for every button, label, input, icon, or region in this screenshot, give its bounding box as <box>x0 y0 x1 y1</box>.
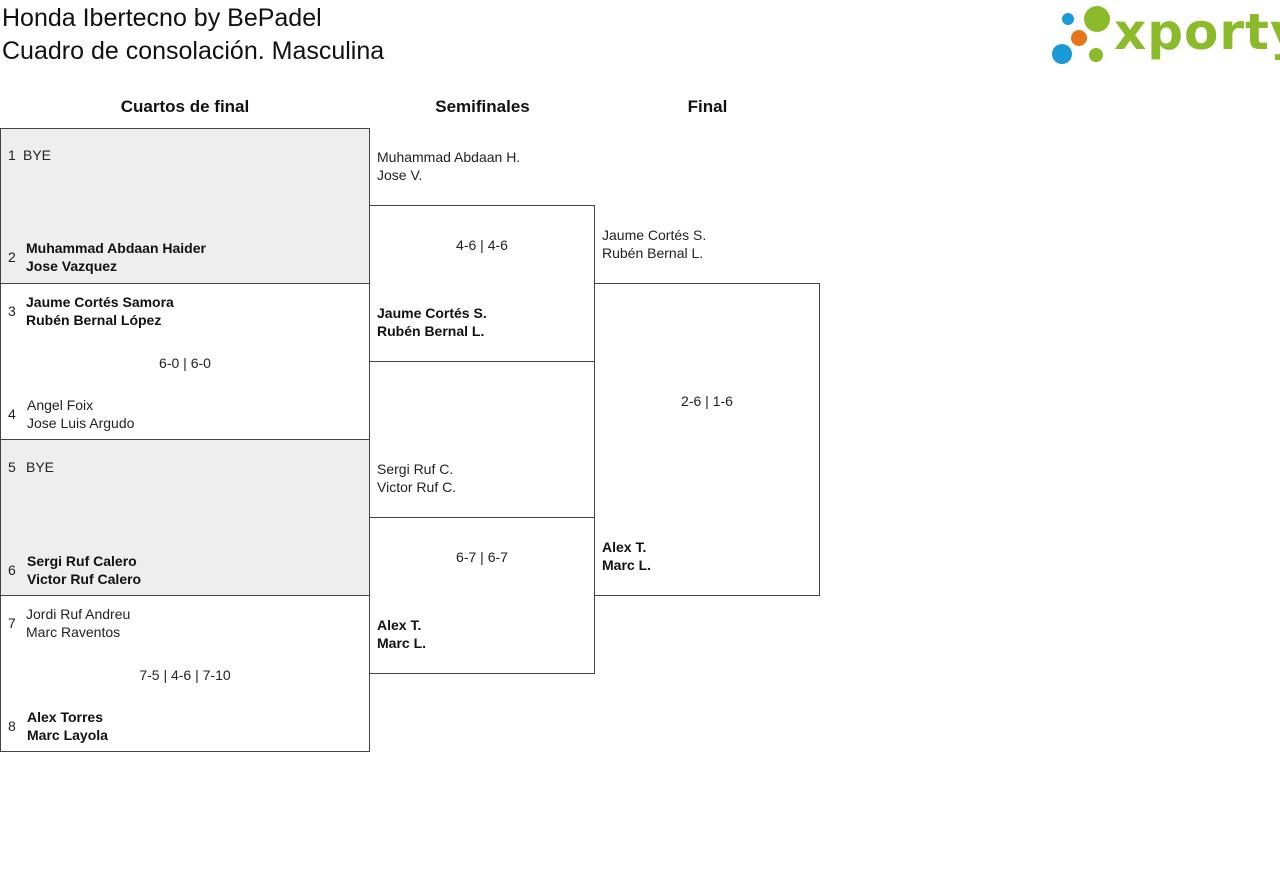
seed-number: 6 <box>8 562 16 578</box>
player-name: Angel Foix <box>27 397 94 413</box>
player-name: Sergi Ruf C. <box>377 461 454 477</box>
player-name: Alex T. <box>602 539 647 555</box>
player-name: Marc L. <box>377 635 427 651</box>
match-score: 4-6 | 4-6 <box>456 237 508 253</box>
xporty-logo[interactable]: xporty <box>1050 3 1280 66</box>
player-name: BYE <box>26 459 55 475</box>
logo-dots-icon <box>1052 6 1110 64</box>
seed-number: 4 <box>8 406 16 422</box>
sf-match-1: 4-6 | 4-6 Jaume Cortés S. Rubén Bernal L… <box>369 205 595 362</box>
seed-number: 1 <box>8 147 16 163</box>
match-score: 6-7 | 6-7 <box>456 549 508 565</box>
match-score: 7-5 | 4-6 | 7-10 <box>139 667 231 683</box>
player-name: Muhammad Abdaan Haider <box>26 240 206 256</box>
seed-number: 8 <box>8 718 16 734</box>
player-name: Rubén Bernal López <box>26 312 162 328</box>
seed-number: 3 <box>8 303 16 319</box>
player-name: Jaume Cortés S. <box>602 227 707 243</box>
player-name: Marc Raventos <box>26 624 121 640</box>
player-name: Jaume Cortés S. <box>377 305 487 321</box>
seed-number: 2 <box>8 249 16 265</box>
logo-wordmark: xporty <box>1114 3 1280 61</box>
round-header-final: Final <box>687 97 728 116</box>
player-name: BYE <box>23 147 52 163</box>
player-name: Victor Ruf C. <box>377 479 457 495</box>
player-name: Alex T. <box>377 617 422 633</box>
qf-match-2: 3 Jaume Cortés Samora Rubén Bernal López… <box>0 283 370 440</box>
player-name: Rubén Bernal L. <box>602 245 704 261</box>
player-name: Jose Luis Argudo <box>27 415 135 431</box>
match-score: 2-6 | 1-6 <box>681 393 733 409</box>
qf-match-4: 7 Jordi Ruf Andreu Marc Raventos 7-5 | 4… <box>0 595 370 752</box>
qf-match-1: 1 BYE 2 Muhammad Abdaan Haider Jose Vazq… <box>0 128 370 284</box>
seed-number: 5 <box>8 459 16 475</box>
page-title: Honda Ibertecno by BePadel Cuadro de con… <box>2 2 384 68</box>
draw-name: Cuadro de consolación. Masculina <box>2 37 385 65</box>
player-name: Marc L. <box>602 557 652 573</box>
player-name: Alex Torres <box>27 709 103 725</box>
player-name: Marc Layola <box>27 727 108 743</box>
player-name: Rubén Bernal L. <box>377 323 485 339</box>
round-header-quarterfinals: Cuartos de final <box>120 97 250 116</box>
final-match: 2-6 | 1-6 Alex T. Marc L. <box>594 283 820 596</box>
player-name: Muhammad Abdaan H. <box>377 149 521 165</box>
qf-match-3: 5 BYE 6 Sergi Ruf Calero Victor Ruf Cale… <box>0 439 370 596</box>
tournament-name: Honda Ibertecno by BePadel <box>2 4 322 32</box>
seed-number: 7 <box>8 615 16 631</box>
player-name: Jose V. <box>377 167 423 183</box>
player-name: Jose Vazquez <box>26 258 118 274</box>
match-score: 6-0 | 6-0 <box>159 355 211 371</box>
player-name: Jaume Cortés Samora <box>26 294 174 310</box>
player-name: Sergi Ruf Calero <box>27 553 137 569</box>
round-header-semifinals: Semifinales <box>435 97 530 116</box>
player-name: Jordi Ruf Andreu <box>26 606 131 622</box>
sf-match-2: 6-7 | 6-7 Alex T. Marc L. <box>369 517 595 674</box>
player-name: Victor Ruf Calero <box>27 571 142 587</box>
